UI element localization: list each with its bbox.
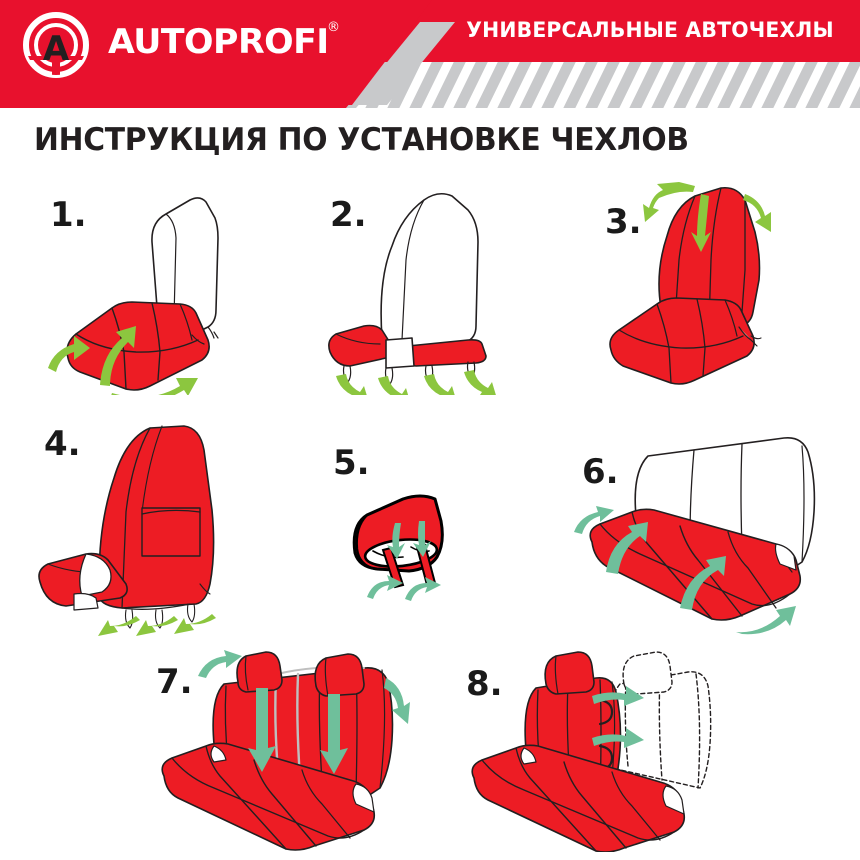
step-3-illustration [609,182,771,385]
page-title: ИНСТРУКЦИЯ ПО УСТАНОВКЕ ЧЕХЛОВ [34,122,689,158]
step-5-illustration [352,494,444,601]
step-1-number: 1. [50,195,87,235]
step-5: 5. [325,435,540,630]
step-6-illustration [574,436,816,635]
svg-text:A: A [43,29,70,69]
step-3: 3. [595,180,855,395]
step-6: 6. [570,420,855,650]
step-7-number: 7. [156,662,193,702]
step-1-arrows [48,326,198,395]
step-3-number: 3. [605,202,642,242]
step-1: 1. [40,180,300,395]
step-2: 2. [320,180,580,395]
header-tagline: УНИВЕРСАЛЬНЫЕ АВТОЧЕХЛЫ [466,18,834,42]
step-7-arrows [198,650,410,774]
step-8-illustration [471,651,712,852]
step-4: 4. [30,412,295,637]
step-3-arrows [643,182,771,252]
step-2-illustration [328,192,496,395]
step-5-headrest-posts [381,543,437,589]
autoprofi-logo-emblem: A [23,12,89,78]
step-4-illustration [38,425,216,636]
step-5-number: 5. [333,443,370,483]
step-1-illustration [48,197,219,395]
brand-wordmark: AUTOPROFI [108,22,329,62]
step-6-arrows [574,506,796,635]
page-header: A AUTOPROFI ® УНИВЕРСАЛЬНЫЕ АВТОЧЕХЛЫ [0,0,860,108]
step-8-arrows [592,686,644,748]
step-7-illustration [161,650,410,851]
step-7: 7. [150,640,445,852]
step-5-arrows [367,521,441,601]
step-4-number: 4. [44,424,81,464]
registered-trademark-icon: ® [327,20,340,35]
step-2-arrows [336,370,496,395]
step-6-number: 6. [582,452,619,492]
step-8-number: 8. [466,664,503,704]
step-8: 8. [460,640,755,852]
step-2-number: 2. [330,195,367,235]
header-background: A [0,0,860,108]
step-4-arrows [98,614,216,636]
